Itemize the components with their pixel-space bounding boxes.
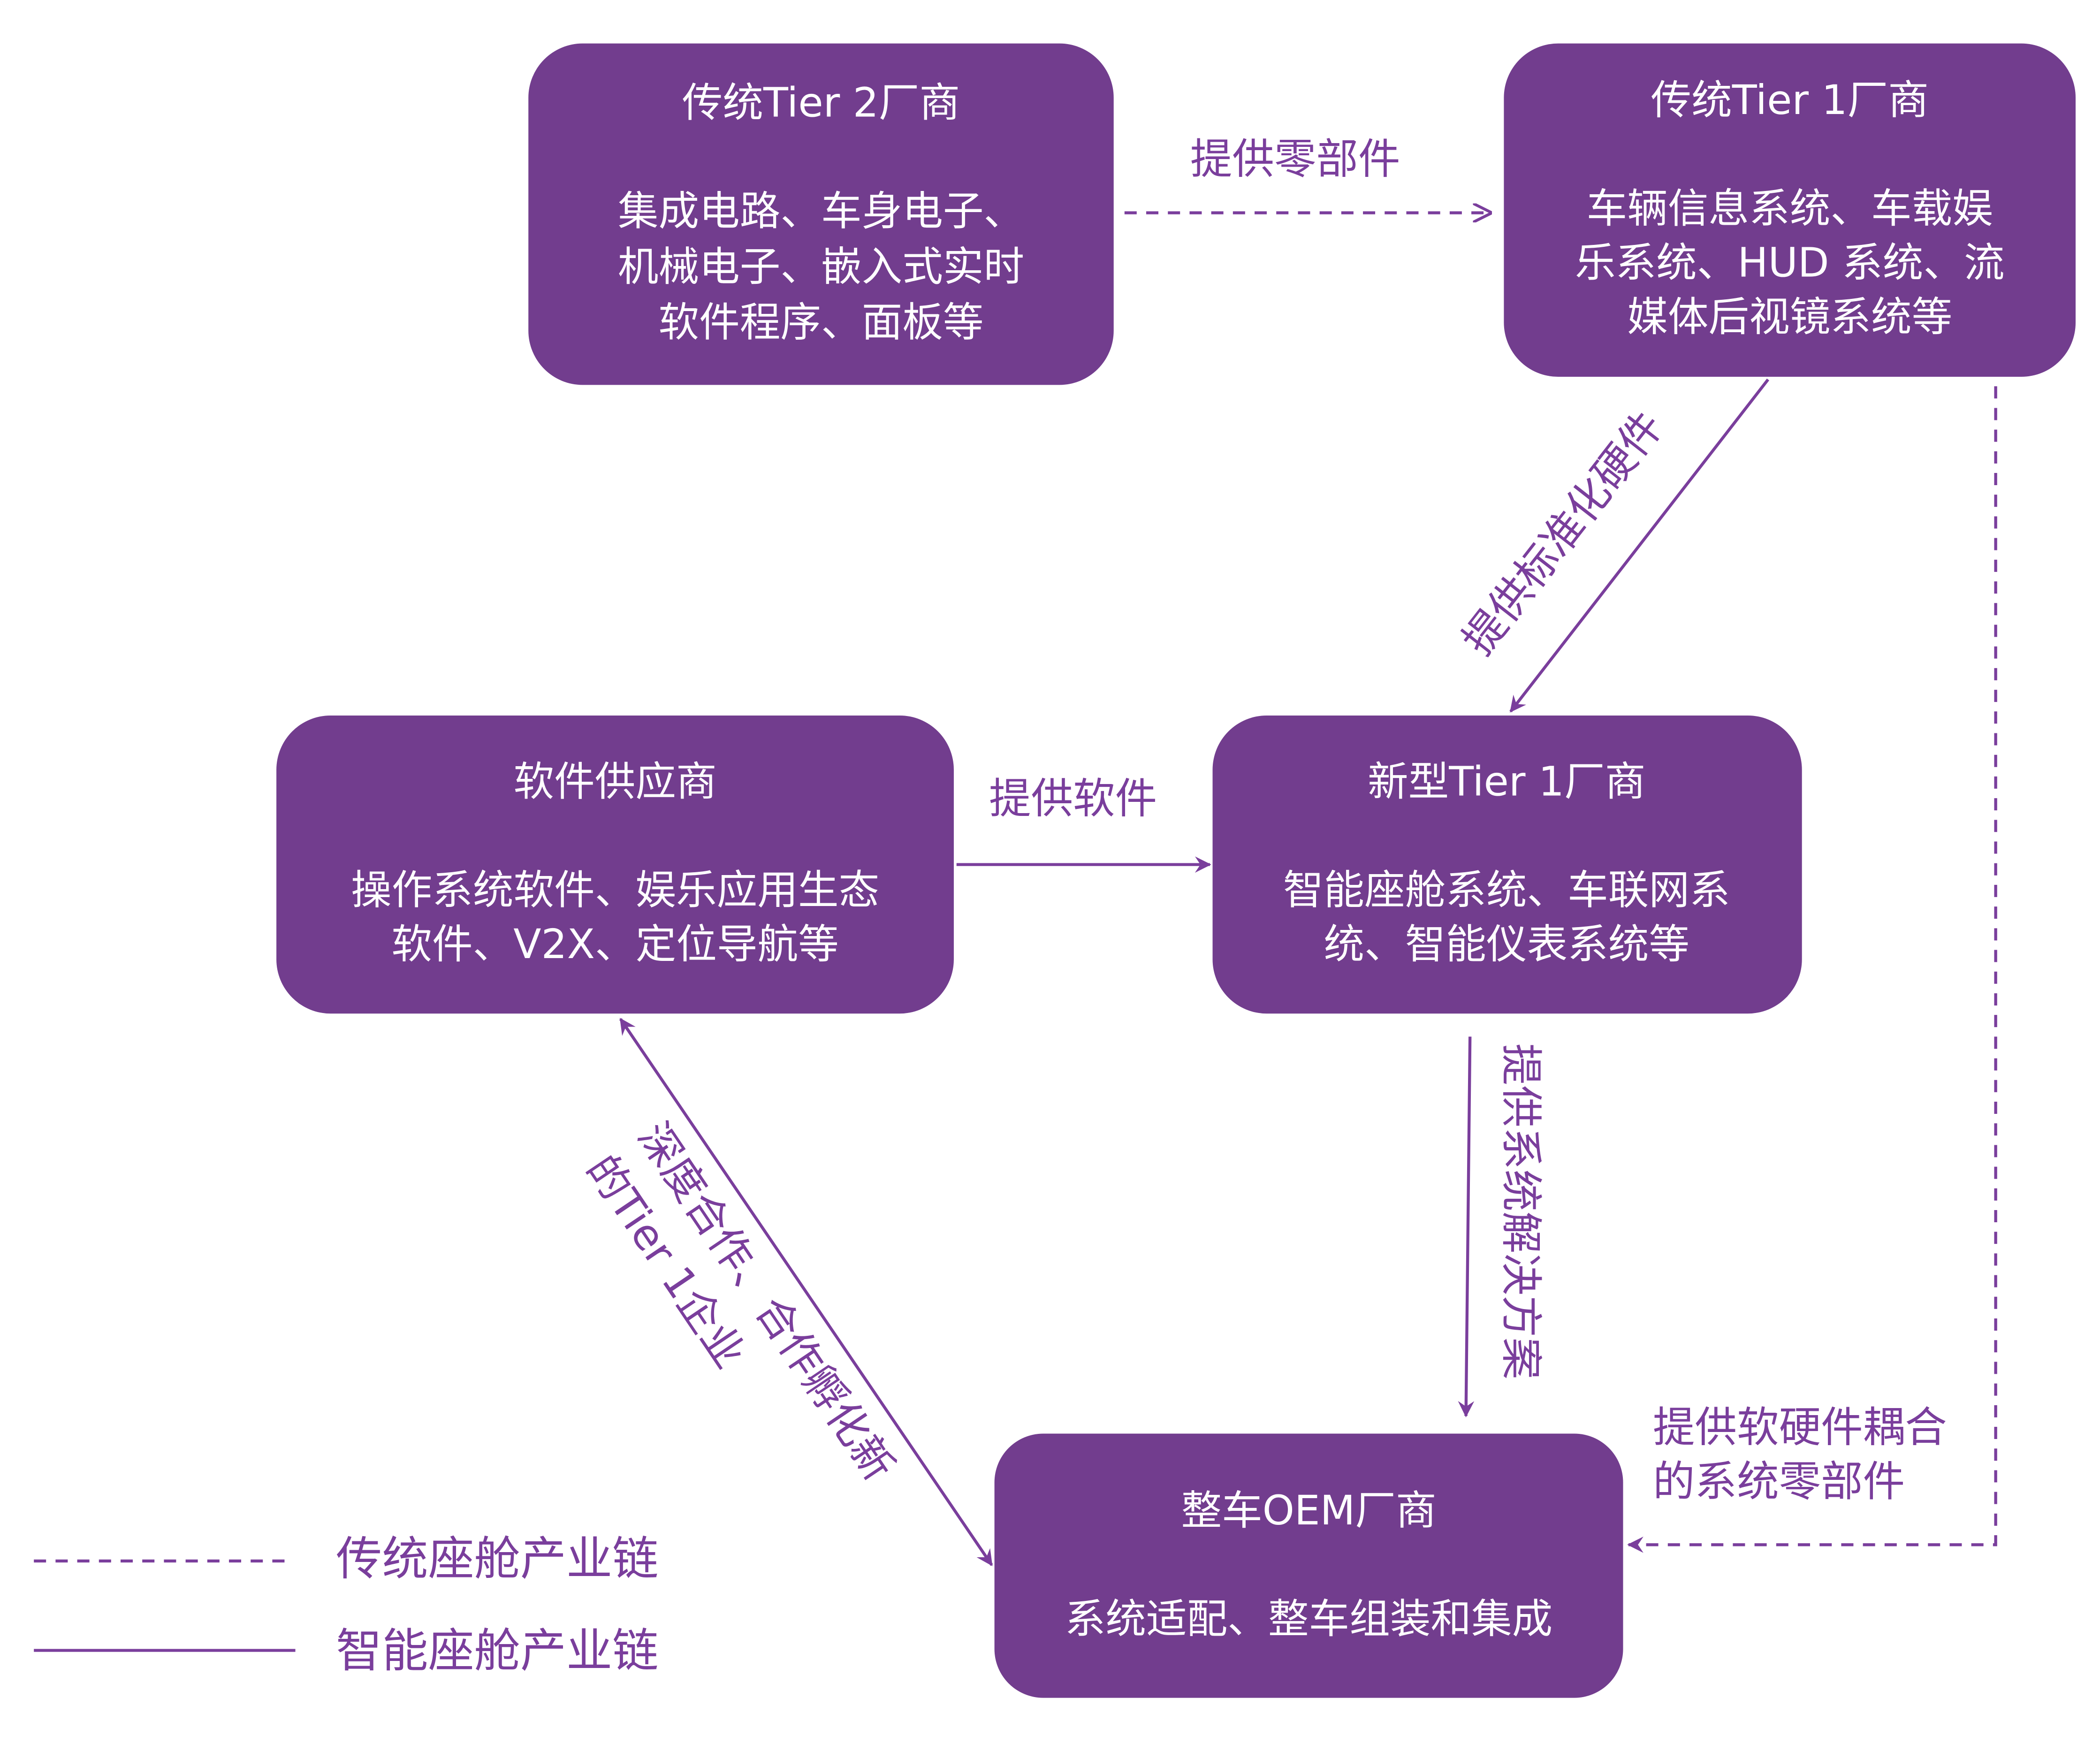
node-text: 机械电子、嵌入式实时 bbox=[618, 244, 1024, 290]
edge-tier1-to-oem bbox=[1627, 386, 1997, 1553]
node-text: 系统适配、整车组装和集成 bbox=[1065, 1596, 1553, 1643]
edge-label-tier1-to-oem-2: 的系统零部件 bbox=[1653, 1457, 1905, 1506]
edge-label-tier2-to-tier1: 提供零部件 bbox=[1190, 135, 1400, 184]
node-text: 媒体后视镜系统等 bbox=[1627, 294, 1952, 341]
node-title: 新型Tier 1厂商 bbox=[1368, 758, 1645, 805]
node-title: 软件供应商 bbox=[513, 758, 716, 805]
edge-tier1-to-new bbox=[1509, 378, 1770, 713]
node-title: 传统Tier 1厂商 bbox=[1651, 77, 1929, 124]
legend: 传统座舱产业链 智能座舱产业链 bbox=[34, 1532, 658, 1678]
legend-smart: 智能座舱产业链 bbox=[336, 1624, 658, 1678]
legend-traditional: 传统座舱产业链 bbox=[336, 1532, 658, 1586]
node-text: 统、智能仪表系统等 bbox=[1324, 921, 1689, 968]
node-tier2: 传统Tier 2厂商 集成电路、车身电子、 机械电子、嵌入式实时 软件程序、面板… bbox=[528, 43, 1114, 385]
edge-oem-software bbox=[619, 1018, 993, 1566]
node-oem: 整车OEM厂商 系统适配、整车组装和集成 bbox=[994, 1433, 1623, 1698]
node-title: 传统Tier 2厂商 bbox=[682, 80, 960, 127]
node-text: 乐系统、HUD 系统、流 bbox=[1575, 239, 2005, 286]
node-tier1-new: 新型Tier 1厂商 智能座舱系统、车联网系 统、智能仪表系统等 bbox=[1212, 715, 1802, 1014]
node-title: 整车OEM厂商 bbox=[1181, 1487, 1436, 1534]
node-text: 车辆信息系统、车载娱 bbox=[1587, 185, 1993, 232]
node-tier1-traditional: 传统Tier 1厂商 车辆信息系统、车载娱 乐系统、HUD 系统、流 媒体后视镜… bbox=[1504, 43, 2076, 377]
edge-label-software-to-new: 提供软件 bbox=[989, 775, 1157, 823]
edge-new-to-oem bbox=[1458, 1036, 1475, 1417]
node-text: 软件程序、面板等 bbox=[658, 299, 983, 346]
edge-label-new-to-oem: 提供系统解决方案 bbox=[1496, 1043, 1545, 1379]
node-text: 集成电路、车身电子、 bbox=[618, 188, 1024, 235]
edge-label-tier1-to-new: 提供标准化硬件 bbox=[1453, 403, 1673, 664]
edge-label-tier1-to-oem-1: 提供软硬件耦合 bbox=[1653, 1403, 1947, 1452]
node-text: 操作系统软件、娱乐应用生态 bbox=[351, 867, 879, 914]
node-text: 智能座舱系统、车联网系 bbox=[1283, 867, 1730, 914]
node-text: 软件、V2X、定位导航等 bbox=[391, 921, 838, 968]
node-software: 软件供应商 操作系统软件、娱乐应用生态 软件、V2X、定位导航等 bbox=[276, 715, 954, 1014]
